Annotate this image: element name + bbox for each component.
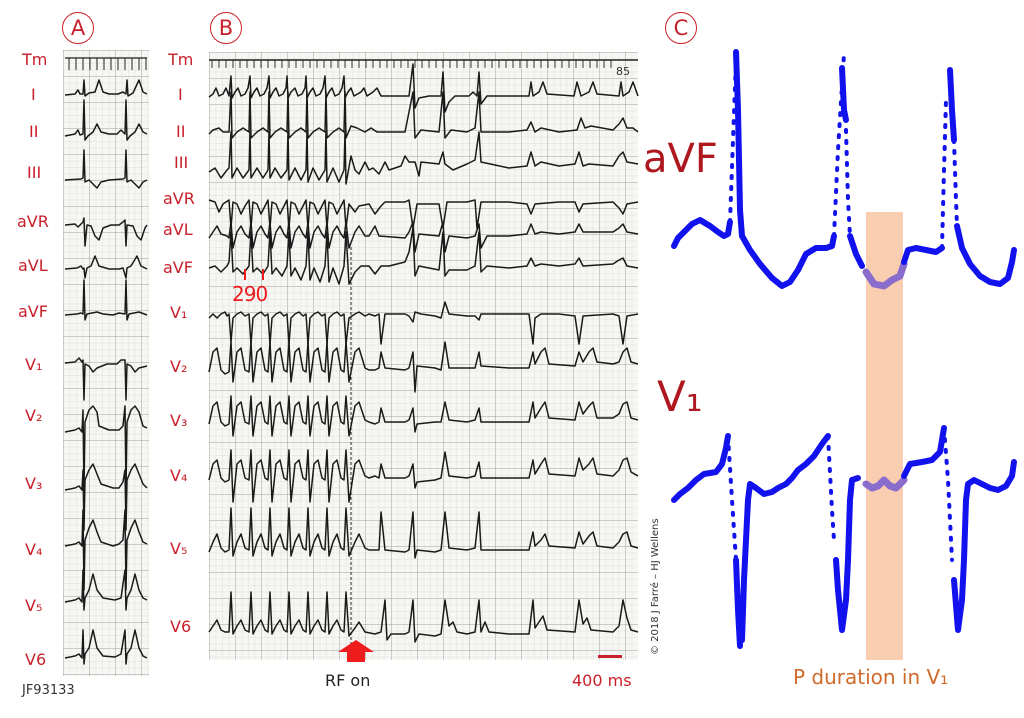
lead-label: V₅ — [25, 596, 43, 615]
lead-label: III — [174, 153, 189, 172]
lead-label: V₂ — [170, 357, 188, 376]
lead-label: V6 — [25, 650, 47, 669]
lead-label: aVR — [163, 189, 195, 208]
interval-annotation-290: 290 — [232, 282, 268, 306]
p-duration-caption: P duration in V₁ — [793, 665, 949, 689]
lead-label: I — [31, 85, 36, 104]
lead-label: II — [176, 122, 186, 141]
lead-label: aVL — [163, 220, 193, 239]
lead-label: III — [27, 163, 42, 182]
timemark-number: 85 — [616, 65, 630, 78]
scale-bar — [598, 655, 622, 658]
lead-label: V₁ — [25, 355, 43, 374]
panel-c-badge: C — [665, 12, 697, 44]
lead-label: V₃ — [170, 411, 188, 430]
lead-label-avf-large: aVF — [643, 136, 718, 182]
lead-label: Tm — [22, 50, 48, 69]
lead-label: II — [29, 122, 39, 141]
rf-on-label: RF on — [325, 671, 371, 690]
lead-label: I — [178, 85, 183, 104]
lead-label: V₅ — [170, 539, 188, 558]
panel-a-ecg-strip — [63, 50, 149, 676]
lead-label: V₂ — [25, 406, 43, 425]
panel-a-badge: A — [62, 12, 94, 44]
lead-label-v1-large: V₁ — [657, 372, 703, 421]
lead-label: aVL — [18, 256, 48, 275]
rf-on-arrow-icon — [338, 640, 374, 662]
lead-label: Tm — [168, 50, 194, 69]
lead-label: aVF — [18, 302, 48, 321]
lead-label: aVF — [163, 258, 193, 277]
lead-label: aVR — [17, 212, 49, 231]
panel-a-ecg-traces — [64, 57, 148, 665]
scale-bar-label: 400 ms — [572, 671, 632, 690]
lead-label: V₄ — [170, 466, 188, 485]
panel-b-ecg-strip — [209, 52, 638, 660]
panel-b-ecg-traces — [208, 59, 639, 660]
lead-label: V₁ — [170, 303, 188, 322]
lead-label: V₄ — [25, 540, 43, 559]
lead-label: V₃ — [25, 474, 43, 493]
patient-id: JF93133 — [22, 683, 75, 698]
lead-label: V6 — [170, 617, 192, 636]
panel-b-badge: B — [210, 12, 242, 44]
